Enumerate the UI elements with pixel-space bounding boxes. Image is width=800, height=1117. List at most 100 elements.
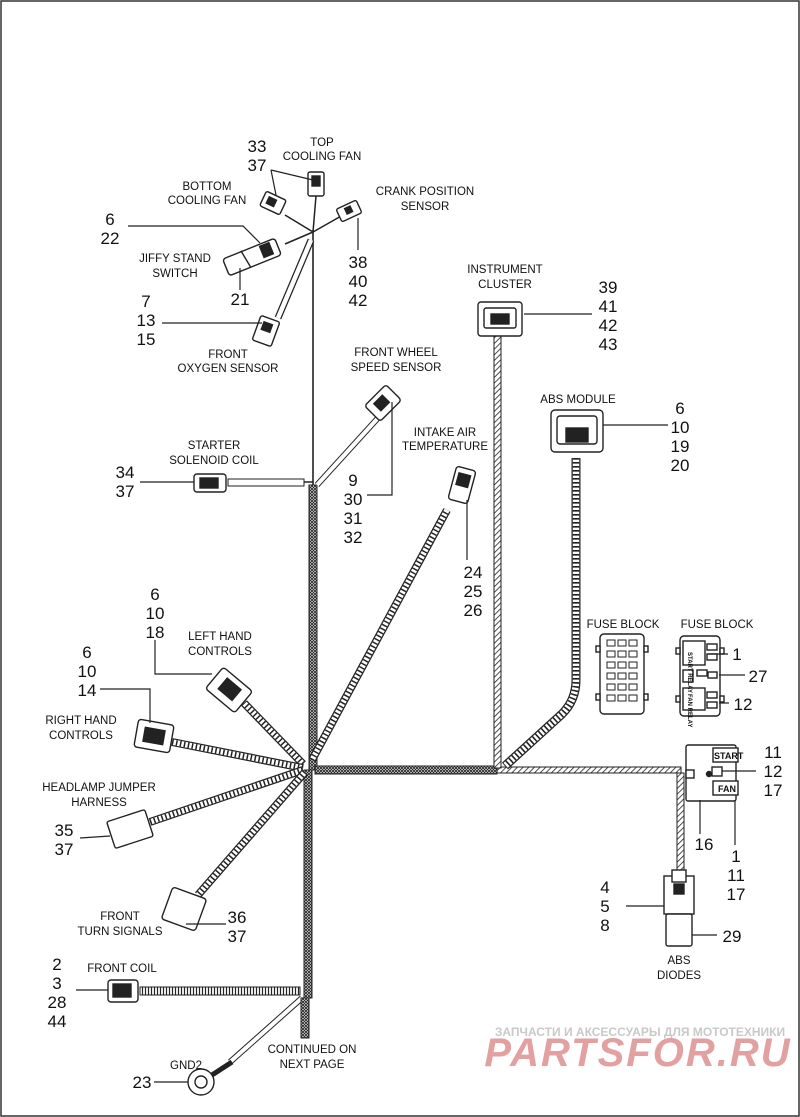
svg-text:CONTROLS: CONTROLS — [188, 646, 252, 658]
starter-solenoid-connector-icon — [193, 473, 227, 493]
callout-headlamp: 35 37 — [55, 821, 74, 859]
right-hand-controls-label: RIGHT HAND CONTROLS — [45, 715, 116, 742]
abs-module-branch — [502, 458, 580, 769]
callout-abs-diodes-left: 4 5 8 — [600, 878, 609, 935]
front-wheel-speed-sensor-connector-icon — [365, 385, 401, 421]
svg-text:INTAKE AIR: INTAKE AIR — [414, 427, 476, 439]
svg-text:37: 37 — [116, 482, 135, 501]
svg-text:6: 6 — [150, 585, 159, 604]
svg-text:CONTINUED ON: CONTINUED ON — [268, 1044, 357, 1056]
top-cooling-fan-connector-icon — [307, 171, 325, 197]
svg-text:CONTROLS: CONTROLS — [49, 730, 113, 742]
svg-text:31: 31 — [344, 509, 363, 528]
instrument-cluster-label: INSTRUMENT CLUSTER — [467, 264, 542, 291]
hub-branches — [139, 195, 451, 1065]
callout-starter-solenoid: 34 37 — [116, 463, 135, 501]
svg-text:11: 11 — [764, 743, 782, 762]
callout-relay-16: 16 — [695, 835, 714, 854]
svg-text:32: 32 — [344, 528, 363, 547]
jiffy-stand-switch-label: JIFFY STAND SWITCH — [139, 253, 211, 280]
callout-fuse-12: 12 — [734, 695, 753, 714]
svg-text:COOLING FAN: COOLING FAN — [168, 195, 247, 207]
svg-text:6: 6 — [82, 643, 91, 662]
callout-gnd2: 23 — [133, 1073, 152, 1092]
svg-text:CRANK POSITION: CRANK POSITION — [376, 186, 474, 198]
svg-text:STARTER: STARTER — [188, 440, 241, 452]
bottom-cooling-fan-label: BOTTOM COOLING FAN — [168, 181, 247, 207]
svg-text:28: 28 — [48, 993, 67, 1012]
svg-text:OXYGEN SENSOR: OXYGEN SENSOR — [178, 363, 279, 375]
bottom-cooling-fan-connector-icon — [259, 191, 287, 215]
connectors — [106, 171, 739, 1096]
svg-text:SENSOR: SENSOR — [401, 201, 450, 213]
front-coil-connector-icon — [107, 979, 139, 1003]
fuse-block-right-icon — [675, 635, 725, 717]
oxygen-sensor-connector-icon — [252, 315, 280, 347]
abs-diodes-label: ABS DIODES — [657, 955, 701, 982]
svg-text:SOLENOID COIL: SOLENOID COIL — [169, 455, 259, 467]
intake-air-temperature-label: INTAKE AIR TEMPERATURE — [402, 427, 488, 453]
svg-text:36: 36 — [228, 908, 247, 927]
svg-text:38: 38 — [349, 253, 368, 272]
callout-oxygen-sensor: 7 13 15 — [137, 292, 156, 349]
svg-text:11: 11 — [727, 866, 745, 885]
svg-text:27: 27 — [749, 667, 768, 686]
gnd2-ring-terminal-icon — [187, 1059, 234, 1096]
svg-text:1: 1 — [731, 847, 740, 866]
fuse-block-left-label: FUSE BLOCK — [587, 619, 660, 631]
svg-text:6: 6 — [105, 210, 114, 229]
front-turn-signals-connector-icon — [161, 887, 207, 931]
watermark-logo: PARTSFOR.RU — [484, 1031, 791, 1075]
svg-text:10: 10 — [78, 662, 97, 681]
svg-text:9: 9 — [348, 471, 357, 490]
relay-block-icon — [685, 744, 739, 802]
svg-text:TOP: TOP — [310, 137, 334, 149]
svg-text:10: 10 — [671, 418, 690, 437]
svg-text:DIODES: DIODES — [657, 970, 701, 982]
svg-text:42: 42 — [349, 291, 368, 310]
callout-left-hand: 6 10 18 — [146, 585, 165, 642]
svg-text:12: 12 — [734, 695, 753, 714]
svg-text:17: 17 — [764, 781, 783, 800]
main-trunk-lower — [303, 769, 313, 999]
svg-text:FUSE BLOCK: FUSE BLOCK — [587, 619, 660, 631]
abs-diodes-branch — [676, 772, 685, 872]
watermark: ЗАПЧАСТИ И АКСЕССУАРЫ ДЛЯ МОТОТЕХНИКИ PA… — [484, 1025, 791, 1075]
svg-text:LEFT HAND: LEFT HAND — [188, 631, 252, 643]
svg-text:26: 26 — [464, 601, 483, 620]
callout-bottom-fan-jiffy: 6 22 — [101, 210, 120, 248]
svg-text:5: 5 — [600, 897, 609, 916]
svg-text:SWITCH: SWITCH — [152, 268, 197, 280]
svg-text:20: 20 — [671, 456, 690, 475]
gnd2-label: GND2 — [170, 1060, 202, 1072]
svg-text:14: 14 — [78, 681, 97, 700]
callout-relay-start-side: 11 12 17 — [764, 743, 783, 800]
svg-text:FUSE BLOCK: FUSE BLOCK — [681, 619, 754, 631]
callout-instrument-cluster: 39 41 42 43 — [599, 278, 618, 354]
svg-text:17: 17 — [727, 885, 746, 904]
svg-text:COOLING FAN: COOLING FAN — [283, 151, 362, 163]
horizontal-trunk-right — [496, 766, 682, 774]
svg-text:ABS: ABS — [667, 955, 690, 967]
svg-text:34: 34 — [116, 463, 135, 482]
svg-text:HEADLAMP JUMPER: HEADLAMP JUMPER — [42, 782, 156, 794]
start-relay-text: START RELAY — [686, 652, 692, 693]
svg-text:BOTTOM: BOTTOM — [183, 181, 232, 193]
fan-relay-text: FAN RELAY — [686, 694, 692, 727]
svg-text:FRONT: FRONT — [208, 349, 248, 361]
headlamp-jumper-harness-label: HEADLAMP JUMPER HARNESS — [42, 782, 156, 809]
svg-text:FRONT: FRONT — [100, 911, 140, 923]
instrument-cluster-connector-icon — [477, 301, 523, 337]
svg-text:18: 18 — [146, 623, 165, 642]
starter-solenoid-coil-label: STARTER SOLENOID COIL — [169, 440, 259, 467]
svg-text:43: 43 — [599, 335, 618, 354]
abs-diodes-connector-icon — [663, 869, 695, 947]
svg-text:22: 22 — [101, 229, 120, 248]
svg-text:FRONT WHEEL: FRONT WHEEL — [354, 347, 438, 359]
jiffy-stand-switch-connector-icon — [222, 238, 282, 276]
crank-position-sensor-label: CRANK POSITION SENSOR — [376, 186, 474, 213]
svg-text:JIFFY STAND: JIFFY STAND — [139, 253, 211, 265]
callout-right-hand: 6 10 14 — [78, 643, 97, 700]
callout-abs-diodes-29: 29 — [723, 927, 742, 946]
svg-text:GND2: GND2 — [170, 1060, 202, 1072]
